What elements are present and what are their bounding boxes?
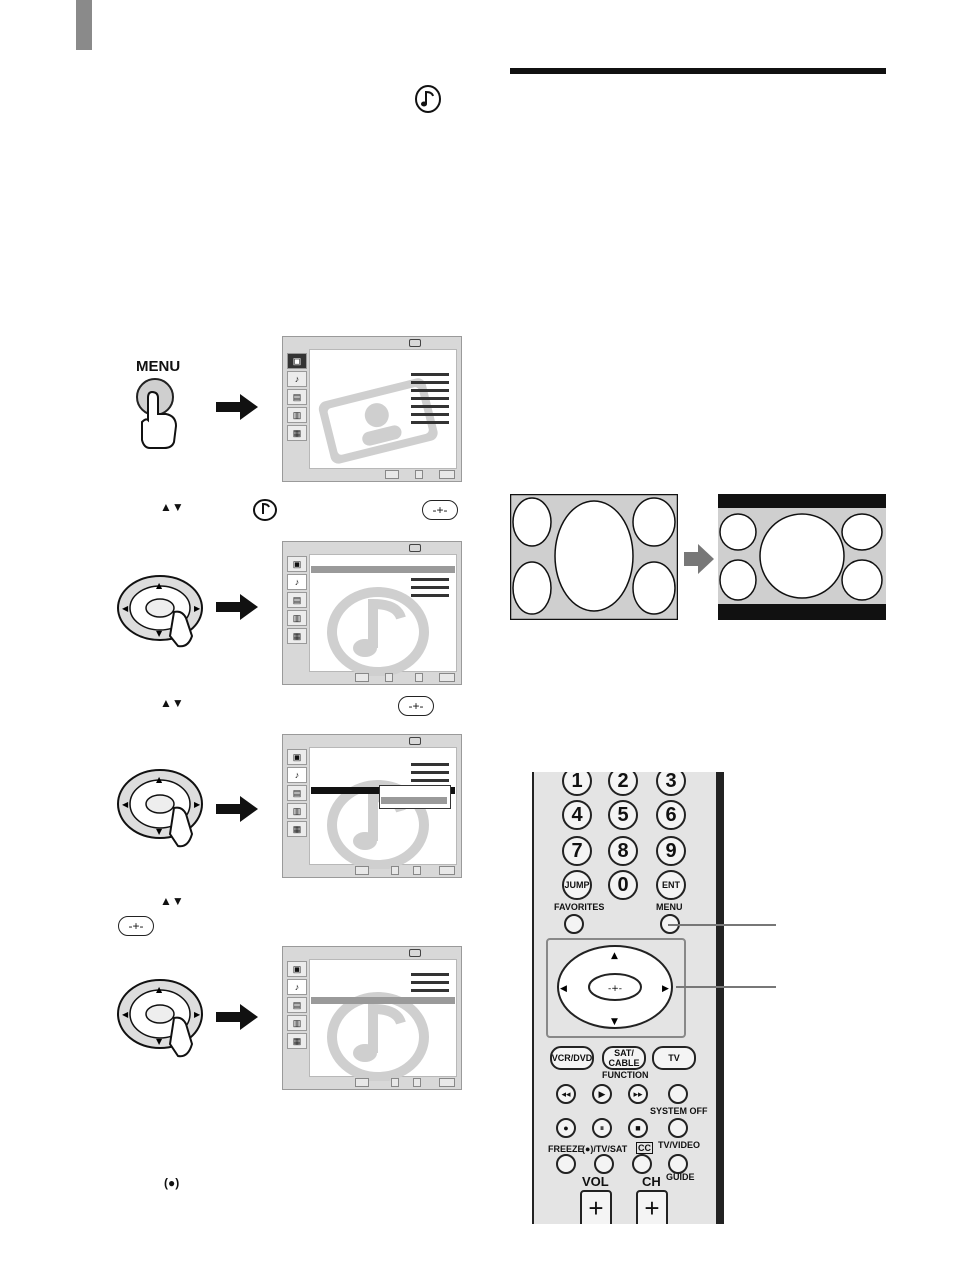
menu-callout-line	[668, 924, 776, 926]
enter-button-icon: -+-	[398, 696, 434, 716]
record-button[interactable]: ●	[556, 1118, 576, 1138]
ch-up-button[interactable]: +	[636, 1190, 668, 1224]
tv-video-button[interactable]	[668, 1118, 688, 1138]
play-button[interactable]: ▶	[592, 1084, 612, 1104]
freeze-button[interactable]	[556, 1154, 576, 1174]
freeze-label: FREEZE	[548, 1144, 584, 1154]
remote-dpad[interactable]: ▲ ▼ ◀ ▶ -+-	[556, 944, 674, 1030]
remote-button-0[interactable]: 0	[608, 870, 638, 900]
svg-text:▼: ▼	[156, 827, 163, 836]
svg-text:◀: ◀	[122, 800, 129, 809]
svg-text:▼: ▼	[611, 1017, 618, 1027]
menu-screen-video: ▣ ♪ ▤ ▥ ▦	[282, 336, 462, 482]
section-rule	[510, 68, 886, 74]
svg-text:▲: ▲	[156, 985, 163, 994]
svg-text:▲: ▲	[611, 951, 618, 961]
guide-button[interactable]	[668, 1154, 688, 1174]
music-note-icon	[415, 85, 441, 113]
tv-sat-indicator-icon: (●)	[164, 1176, 180, 1190]
menu-label: MENU	[656, 902, 683, 912]
svg-text:◀: ◀	[122, 1010, 129, 1019]
favorites-button[interactable]	[564, 914, 584, 934]
up-down-arrows-icon: ▲▼	[160, 696, 184, 710]
tv-sat-label: (●)/TV/SAT	[582, 1144, 628, 1154]
system-off-button[interactable]	[668, 1084, 688, 1104]
joystick-pad[interactable]: ▲ ▼ ◀ ▶	[116, 768, 216, 856]
vol-up-button[interactable]: +	[580, 1190, 612, 1224]
remote-button-5[interactable]: 5	[608, 800, 638, 830]
joystick-pad[interactable]: ▲ ▼ ◀ ▶	[116, 978, 216, 1068]
remote-button-8[interactable]: 8	[608, 836, 638, 866]
svg-text:▼: ▼	[156, 629, 163, 638]
cc-label: CC	[636, 1142, 653, 1154]
fast-forward-button[interactable]: ▸▸	[628, 1084, 648, 1104]
vcr-dvd-button[interactable]: VCR/DVD	[550, 1046, 594, 1070]
remote-button-jump[interactable]: JUMP	[562, 870, 592, 900]
tv-button[interactable]: TV	[652, 1046, 696, 1070]
svg-text:◀: ◀	[122, 604, 129, 613]
menu-button-label: MENU	[136, 358, 181, 375]
menu-screen-audio: ▣ ♪ ▤ ▥ ▦	[282, 541, 462, 685]
arrow-right-icon	[216, 796, 258, 822]
dpad-frame	[546, 938, 686, 1038]
svg-text:▶: ▶	[662, 984, 669, 994]
system-off-label: SYSTEM OFF	[650, 1106, 708, 1116]
svg-text:-+-: -+-	[608, 984, 622, 994]
remote-button-ent[interactable]: ENT	[656, 870, 686, 900]
arrow-right-icon	[216, 394, 258, 420]
aspect-wide-picture	[718, 494, 886, 620]
dpad-callout-line	[676, 986, 776, 988]
vol-label: VOL	[582, 1174, 609, 1189]
stop-button[interactable]: ■	[628, 1118, 648, 1138]
enter-button-icon: -+-	[422, 500, 458, 520]
remote-button-9[interactable]: 9	[656, 836, 686, 866]
guide-label: GUIDE	[666, 1172, 695, 1182]
tv-sat-button[interactable]	[594, 1154, 614, 1174]
enter-button-icon: -+-	[118, 916, 154, 936]
function-label: FUNCTION	[602, 1070, 649, 1080]
menu-screen-audio-setting: ▣ ♪ ▤ ▥ ▦	[282, 946, 462, 1090]
remote-button-6[interactable]: 6	[656, 800, 686, 830]
pause-button[interactable]: ⏸	[592, 1118, 612, 1138]
hand-pointer-icon	[141, 390, 178, 449]
arrow-right-icon	[216, 594, 258, 620]
remote-control: 1 2 3 4 5 6 7 8 9 JUMP 0 ENT FAVORITES M…	[532, 772, 724, 1224]
music-note-watermark	[327, 587, 429, 676]
cc-button[interactable]	[632, 1154, 652, 1174]
aspect-4x3-picture	[510, 494, 678, 620]
arrow-right-icon	[684, 544, 714, 574]
remote-button-2[interactable]: 2	[608, 772, 638, 796]
svg-text:▶: ▶	[194, 1010, 201, 1019]
svg-text:▼: ▼	[156, 1037, 163, 1046]
svg-text:▲: ▲	[156, 775, 163, 784]
music-note-watermark	[327, 780, 429, 869]
music-note-watermark	[327, 992, 429, 1081]
favorites-label: FAVORITES	[554, 902, 605, 912]
remote-button-7[interactable]: 7	[562, 836, 592, 866]
sat-cable-button[interactable]: SAT/ CABLE	[602, 1046, 646, 1070]
remote-button-1[interactable]: 1	[562, 772, 592, 796]
arrow-right-icon	[216, 1004, 258, 1030]
remote-button-4[interactable]: 4	[562, 800, 592, 830]
menu-screen-audio-submenu: ▣ ♪ ▤ ▥ ▦	[282, 734, 462, 878]
up-down-arrows-icon: ▲▼	[160, 894, 184, 908]
tv-video-label: TV/VIDEO	[658, 1140, 701, 1150]
up-down-arrows-icon: ▲▼	[160, 500, 184, 514]
section-tab	[76, 0, 92, 50]
svg-text:◀: ◀	[560, 984, 567, 994]
svg-text:▶: ▶	[194, 604, 201, 613]
music-note-icon	[253, 499, 277, 521]
svg-text:▶: ▶	[194, 800, 201, 809]
svg-text:▲: ▲	[156, 581, 163, 590]
joystick-pad[interactable]: ▲ ▼ ◀ ▶	[116, 574, 216, 652]
remote-button-3[interactable]: 3	[656, 772, 686, 796]
video-icon-watermark	[318, 378, 438, 464]
rewind-button[interactable]: ◂◂	[556, 1084, 576, 1104]
ch-label: CH	[642, 1174, 661, 1189]
